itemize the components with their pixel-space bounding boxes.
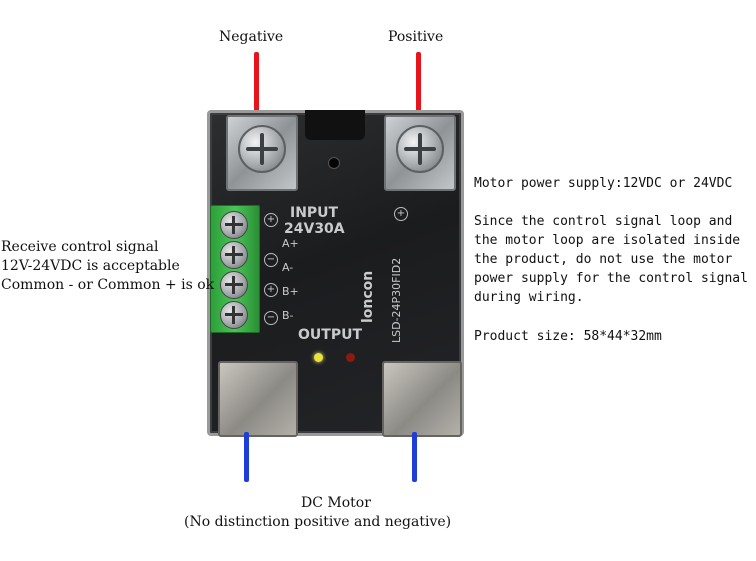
mounting-hole xyxy=(328,157,340,169)
control-signal-line1: Receive control signal xyxy=(1,239,159,255)
model-silkscreen: LSD-24P30FID2 xyxy=(390,257,403,343)
motor-terminal-right xyxy=(382,361,462,437)
output-silkscreen: OUTPUT xyxy=(298,327,362,343)
control-signal-line2: 12V-24VDC is acceptable xyxy=(1,258,180,274)
screw-icon xyxy=(220,271,248,299)
screw-icon xyxy=(238,125,286,173)
screw-icon xyxy=(220,211,248,239)
pin-label: A- xyxy=(282,261,294,274)
screw-icon xyxy=(220,301,248,329)
isolation-line5: during wiring. xyxy=(474,290,584,305)
negative-wire xyxy=(254,52,259,112)
indicator-led xyxy=(346,353,355,362)
motor-terminal-left xyxy=(218,361,298,437)
positive-wire xyxy=(416,52,421,112)
isolation-line2: the motor loop are isolated inside xyxy=(474,233,741,248)
motor-note: (No distinction positive and negative) xyxy=(184,514,452,530)
brand-silkscreen: loncon xyxy=(360,270,376,323)
motor-label: DC Motor xyxy=(301,495,371,511)
plus-circle-icon: + xyxy=(394,207,408,221)
rating-silkscreen: 24V30A xyxy=(284,221,345,237)
minus-circle-icon: − xyxy=(264,311,278,325)
control-terminal-block xyxy=(210,205,260,333)
negative-label: Negative xyxy=(219,29,284,45)
negative-terminal xyxy=(226,115,298,191)
minus-circle-icon: − xyxy=(264,253,278,267)
motor-supply-note: Motor power supply:12VDC or 24VDC xyxy=(474,176,733,191)
plus-circle-icon: + xyxy=(264,283,278,297)
control-signal-line3: Common - or Common + is ok xyxy=(1,277,215,293)
positive-terminal xyxy=(384,115,456,191)
input-silkscreen: INPUT xyxy=(290,205,339,221)
isolation-line3: the product, do not use the motor xyxy=(474,252,733,267)
solid-state-relay: INPUT 24V30A + + − + − A+ A- B+ B- lonco… xyxy=(207,110,464,437)
pin-label: A+ xyxy=(282,237,299,250)
isolation-line1: Since the control signal loop and xyxy=(474,214,733,229)
plus-circle-icon: + xyxy=(264,213,278,227)
relay-notch xyxy=(305,110,365,140)
motor-wire-left xyxy=(244,432,249,482)
indicator-led xyxy=(314,353,323,362)
pin-label: B+ xyxy=(282,285,299,298)
product-size-note: Product size: 58*44*32mm xyxy=(474,329,662,344)
screw-icon xyxy=(396,125,444,173)
screw-icon xyxy=(220,241,248,269)
pin-label: B- xyxy=(282,309,294,322)
motor-wire-right xyxy=(412,432,417,482)
positive-label: Positive xyxy=(388,29,444,45)
isolation-line4: power supply for the control signal xyxy=(474,271,748,286)
